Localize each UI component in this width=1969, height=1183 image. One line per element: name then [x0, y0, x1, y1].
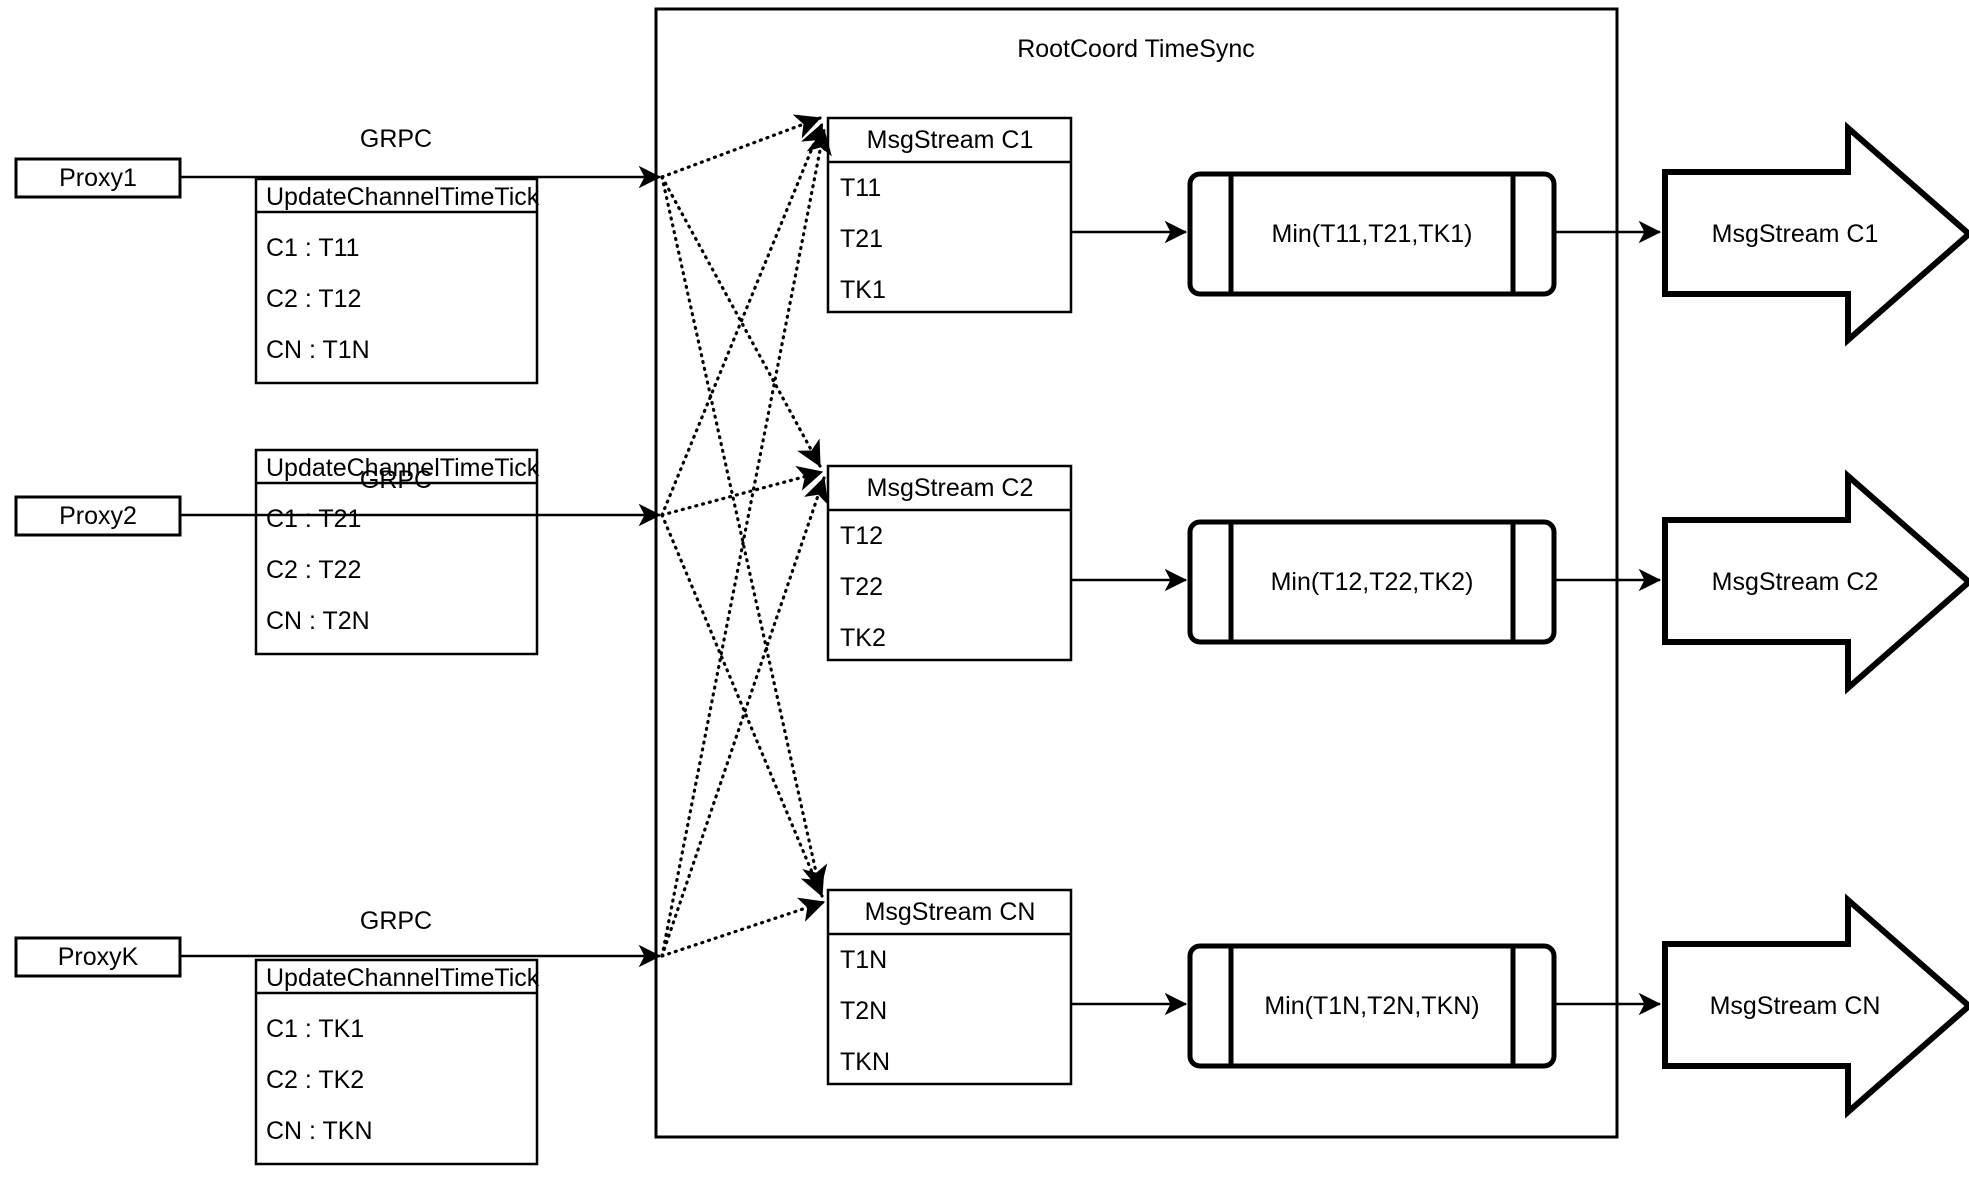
message-header-2: UpdateChannelTimeTick: [266, 454, 540, 482]
min-label-3: Min(T1N,T2N,TKN): [1264, 992, 1479, 1020]
message-row: CN : T2N: [266, 607, 370, 635]
proxy-group-3: [14, 936, 662, 1166]
proxy-label-1: Proxy1: [59, 164, 137, 192]
edge-p1-c1: [660, 114, 822, 179]
proxy-label-2: Proxy2: [59, 502, 137, 530]
grpc-label-1: GRPC: [360, 125, 432, 153]
output-label-3: MsgStream CN: [1710, 992, 1881, 1020]
edge-pk-c2: [660, 476, 829, 958]
rootcoord-container: [654, 7, 1619, 1139]
message-header-1: UpdateChannelTimeTick: [266, 183, 540, 211]
grpc-label-2: GRPC: [360, 466, 432, 494]
container-title: RootCoord TimeSync: [1017, 35, 1255, 63]
stream-row: T22: [840, 573, 883, 601]
stream-header-2: MsgStream C2: [867, 474, 1034, 502]
stream-header-1: MsgStream C1: [867, 126, 1034, 154]
stream-row: TK2: [840, 624, 886, 652]
grpc-label-3: GRPC: [360, 907, 432, 935]
timetick-routing-edges: [660, 114, 832, 958]
output-label-2: MsgStream C2: [1712, 568, 1879, 596]
message-row: C2 : T12: [266, 285, 361, 313]
stream-row: T21: [840, 225, 883, 253]
message-row: C1 : TK1: [266, 1015, 364, 1043]
message-row: C1 : T11: [266, 234, 360, 262]
min-label-2: Min(T12,T22,TK2): [1271, 568, 1474, 596]
proxy-group-1: [14, 157, 662, 385]
edge-p2-c2: [660, 465, 824, 517]
edge-p2-c1: [660, 122, 825, 517]
stream-row: T1N: [840, 946, 887, 974]
edge-p2-cn: [660, 513, 825, 898]
edge-pk-cn: [660, 897, 826, 958]
output-label-1: MsgStream C1: [1712, 220, 1879, 248]
stream-row: T11: [840, 174, 881, 202]
stream-row: T12: [840, 522, 883, 550]
stream-header-3: MsgStream CN: [865, 898, 1036, 926]
proxy-group-2: [14, 448, 662, 656]
channel-row-3: [826, 888, 1969, 1119]
message-row: C2 : T22: [266, 556, 361, 584]
min-label-1: Min(T11,T21,TK1): [1272, 220, 1473, 248]
message-row: CN : TKN: [266, 1117, 373, 1145]
message-row: C2 : TK2: [266, 1066, 364, 1094]
message-row: CN : T1N: [266, 336, 370, 364]
channel-row-2: [826, 464, 1969, 695]
message-row: C1 : T21: [266, 505, 361, 533]
message-header-3: UpdateChannelTimeTick: [266, 964, 540, 992]
stream-row: TK1: [840, 276, 886, 304]
stream-row: TKN: [840, 1048, 890, 1076]
edge-p1-c2: [660, 175, 822, 468]
edge-pk-c1: [660, 128, 832, 958]
edge-p1-cn: [660, 175, 828, 892]
stream-row: T2N: [840, 997, 887, 1025]
proxy-label-3: ProxyK: [58, 943, 139, 971]
channel-row-1: [826, 116, 1969, 347]
